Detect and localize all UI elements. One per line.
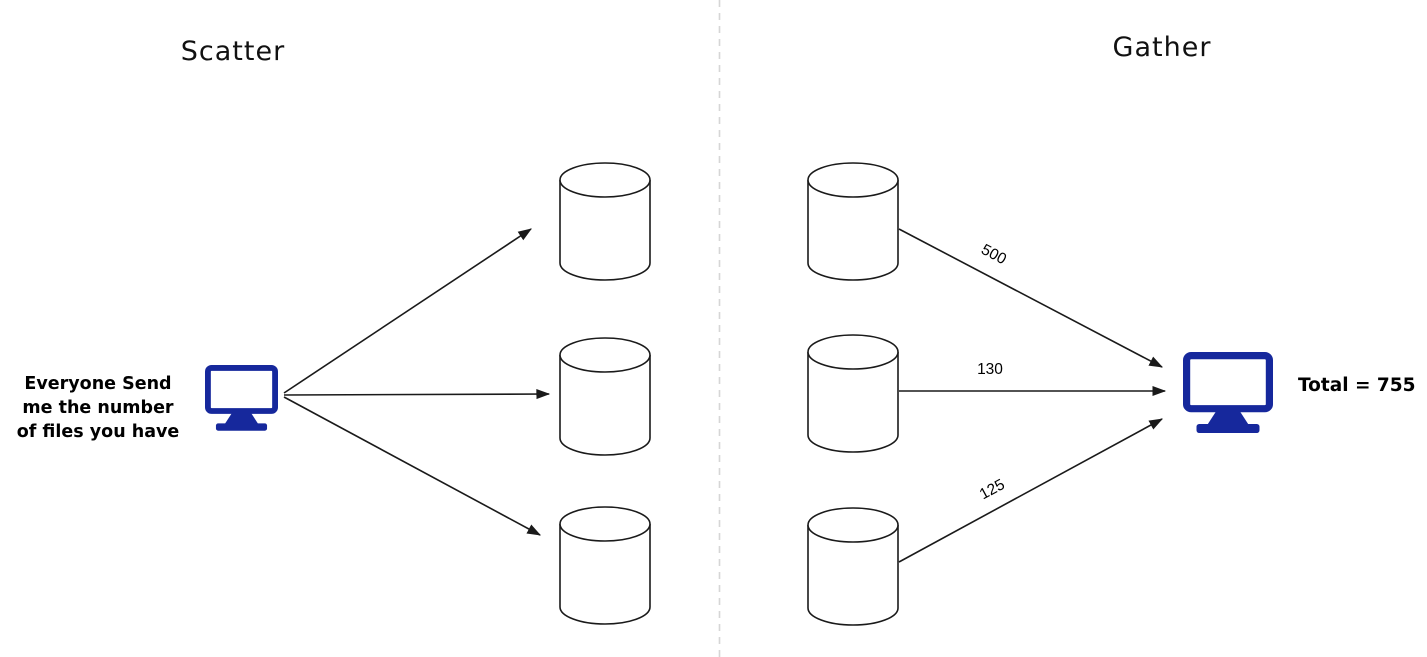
database-cylinder-icon	[807, 507, 899, 626]
database-cylinder-icon	[559, 162, 651, 281]
database-cylinder-icon	[559, 506, 651, 625]
gather-title: Gather	[1112, 32, 1212, 63]
scatter-caption-line-3: of files you have	[16, 422, 180, 442]
scatter-caption-line-2: me the number	[22, 398, 174, 418]
database-cylinder-icon	[807, 334, 899, 453]
gather-edge-label-middle: 130	[977, 361, 1003, 378]
scatter-caption-line-1: Everyone Send	[24, 374, 172, 394]
scatter-arrow-bottom	[283, 396, 542, 536]
gather-arrow-bottom	[898, 418, 1164, 563]
database-cylinder-icon	[807, 162, 899, 281]
gather-arrow-top	[898, 228, 1164, 368]
computer-icon	[1183, 352, 1274, 433]
scatter-arrow-middle	[283, 388, 551, 400]
scatter-title: Scatter	[180, 36, 286, 67]
computer-icon	[205, 365, 279, 431]
database-cylinder-icon	[559, 337, 651, 456]
scatter-arrow-top	[283, 228, 532, 394]
gather-total-label: Total = 755	[1298, 375, 1416, 396]
scatter-caption: Everyone Send me the number of files you…	[2, 372, 194, 444]
